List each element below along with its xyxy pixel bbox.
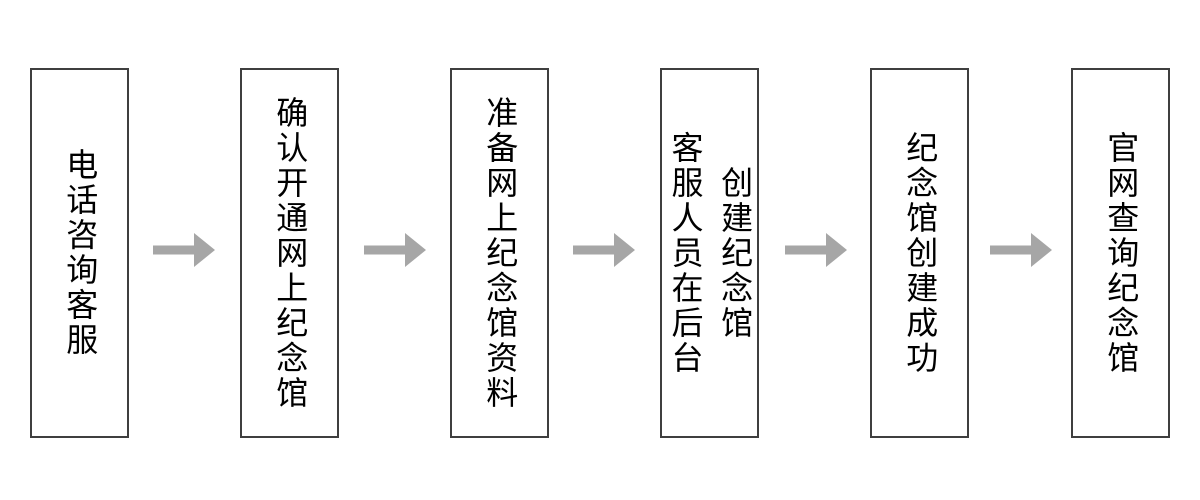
flow-step-box-4: 客服人员在后台 创建纪念馆 [660, 68, 759, 438]
flow-step-label-2: 确认开通网上纪念馆 [272, 95, 309, 411]
flow-step-box-3: 准备网上纪念馆资料 [450, 68, 549, 438]
flow-step-label-1: 电话咨询客服 [62, 148, 99, 358]
right-arrow-icon [785, 232, 847, 268]
flow-step-label-6: 官网查询纪念馆 [1103, 130, 1140, 376]
flow-step-label-4: 客服人员在后台 创建纪念馆 [667, 130, 754, 376]
flow-step-box-1: 电话咨询客服 [30, 68, 129, 438]
flow-step-label-3: 准备网上纪念馆资料 [482, 95, 519, 411]
right-arrow-icon [573, 232, 635, 268]
flow-step-label-5: 纪念馆创建成功 [902, 130, 939, 376]
right-arrow-icon [153, 232, 215, 268]
flow-step-box-2: 确认开通网上纪念馆 [240, 68, 339, 438]
flow-step-box-5: 纪念馆创建成功 [870, 68, 969, 438]
right-arrow-icon [990, 232, 1052, 268]
right-arrow-icon [364, 232, 426, 268]
flow-step-box-6: 官网查询纪念馆 [1071, 68, 1170, 438]
